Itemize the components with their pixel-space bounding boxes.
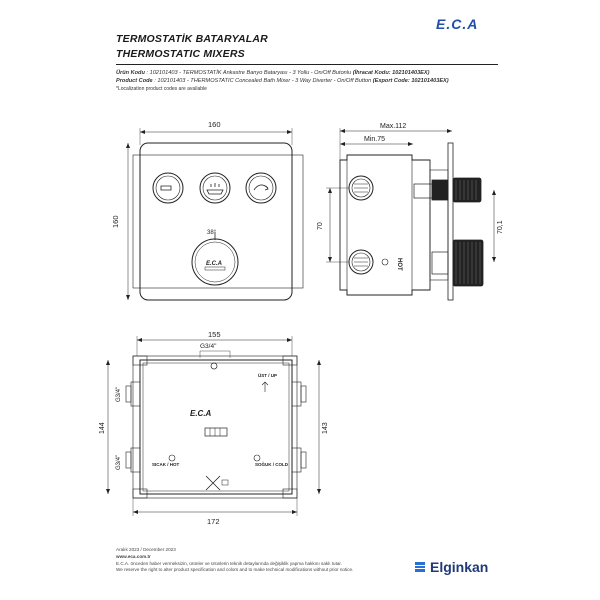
up-arrow-icon bbox=[261, 381, 269, 392]
product-export-tr: (İhracat Kodu: 102101403EX) bbox=[352, 70, 430, 76]
product-value-tr: : 102101403 - TERMOSTATİK Ankastre Banyo… bbox=[146, 70, 353, 76]
knob-logo: E.C.A bbox=[206, 261, 222, 267]
product-export-en: (Export Code: 102101403EX) bbox=[372, 78, 449, 84]
elginkan-brand: Elginkan bbox=[430, 559, 489, 575]
product-label-tr: Ürün Kodu bbox=[116, 70, 145, 76]
header-rule bbox=[116, 64, 498, 65]
product-code-en: Product Code : 102101403 - THERMOSTATIC … bbox=[116, 77, 449, 85]
thread-left-top-label: G3/4" bbox=[116, 387, 122, 402]
hot-port-marker bbox=[168, 454, 176, 462]
side-70-1-dim: 70,1 bbox=[497, 220, 504, 234]
footer-url[interactable]: www.eca.com.tr bbox=[116, 554, 151, 559]
overhead-shower-icon bbox=[253, 184, 269, 191]
product-label-en: Product Code bbox=[116, 78, 153, 84]
box-inner-width-dim: 155 bbox=[208, 330, 221, 339]
title-english: THERMOSTATIC MIXERS bbox=[116, 48, 245, 60]
thread-left-bottom-label: G3/4" bbox=[116, 455, 122, 470]
hand-shower-icon bbox=[160, 185, 172, 191]
box-height-left-dim: 144 bbox=[99, 422, 106, 434]
footer-disclaimer-tr: E.C.A. önceden haber vermeksizin, ürünle… bbox=[116, 561, 342, 566]
box-logo: E.C.A bbox=[190, 409, 212, 418]
box-height-right-dim: 143 bbox=[322, 422, 329, 434]
min-depth-dim: Min.75 bbox=[364, 136, 385, 143]
front-width-dim: 160 bbox=[208, 120, 221, 129]
eca-logo: E.C.A bbox=[436, 16, 479, 32]
product-value-en: : 102101403 - THERMOSTATIC Concealed Bat… bbox=[154, 78, 373, 84]
footer-disclaimer-en: We reserve the right to alter product sp… bbox=[116, 567, 354, 572]
box-outer-width-dim: 172 bbox=[207, 517, 220, 526]
front-height-dim: 160 bbox=[111, 215, 120, 228]
angle-label: 38° bbox=[207, 230, 217, 236]
out-up-label: ÜST / UP bbox=[258, 372, 277, 378]
side-view: Max.112 Min.75 70 HOT bbox=[317, 123, 504, 301]
title-turkish: TERMOSTATİK BATARYALAR bbox=[116, 33, 268, 45]
localization-note: *Localization product codes are availabl… bbox=[116, 86, 207, 92]
side-hot-label: HOT bbox=[396, 258, 402, 271]
footer-date: Aralık 2023 / December 2023 bbox=[116, 547, 176, 552]
cold-port-marker bbox=[253, 454, 261, 462]
side-70-dim: 70 bbox=[317, 222, 324, 230]
box-hot-label: SICAK / HOT bbox=[152, 462, 180, 467]
box-cold-label: SOĞUK / COLD bbox=[255, 460, 289, 467]
product-code-tr: Ürün Kodu : 102101403 - TERMOSTATİK Anka… bbox=[116, 69, 430, 77]
elginkan-logo-icon bbox=[415, 562, 425, 572]
front-view: 160 160 38° E.C.A bbox=[111, 120, 304, 301]
thread-top-label: G3/4" bbox=[200, 343, 217, 350]
max-depth-dim: Max.112 bbox=[380, 123, 406, 130]
box-view: 155 G3/4" G3/4" G3/4" 144 bbox=[99, 330, 329, 526]
cross-out-icon bbox=[205, 475, 221, 491]
bathtub-icon bbox=[206, 183, 224, 195]
